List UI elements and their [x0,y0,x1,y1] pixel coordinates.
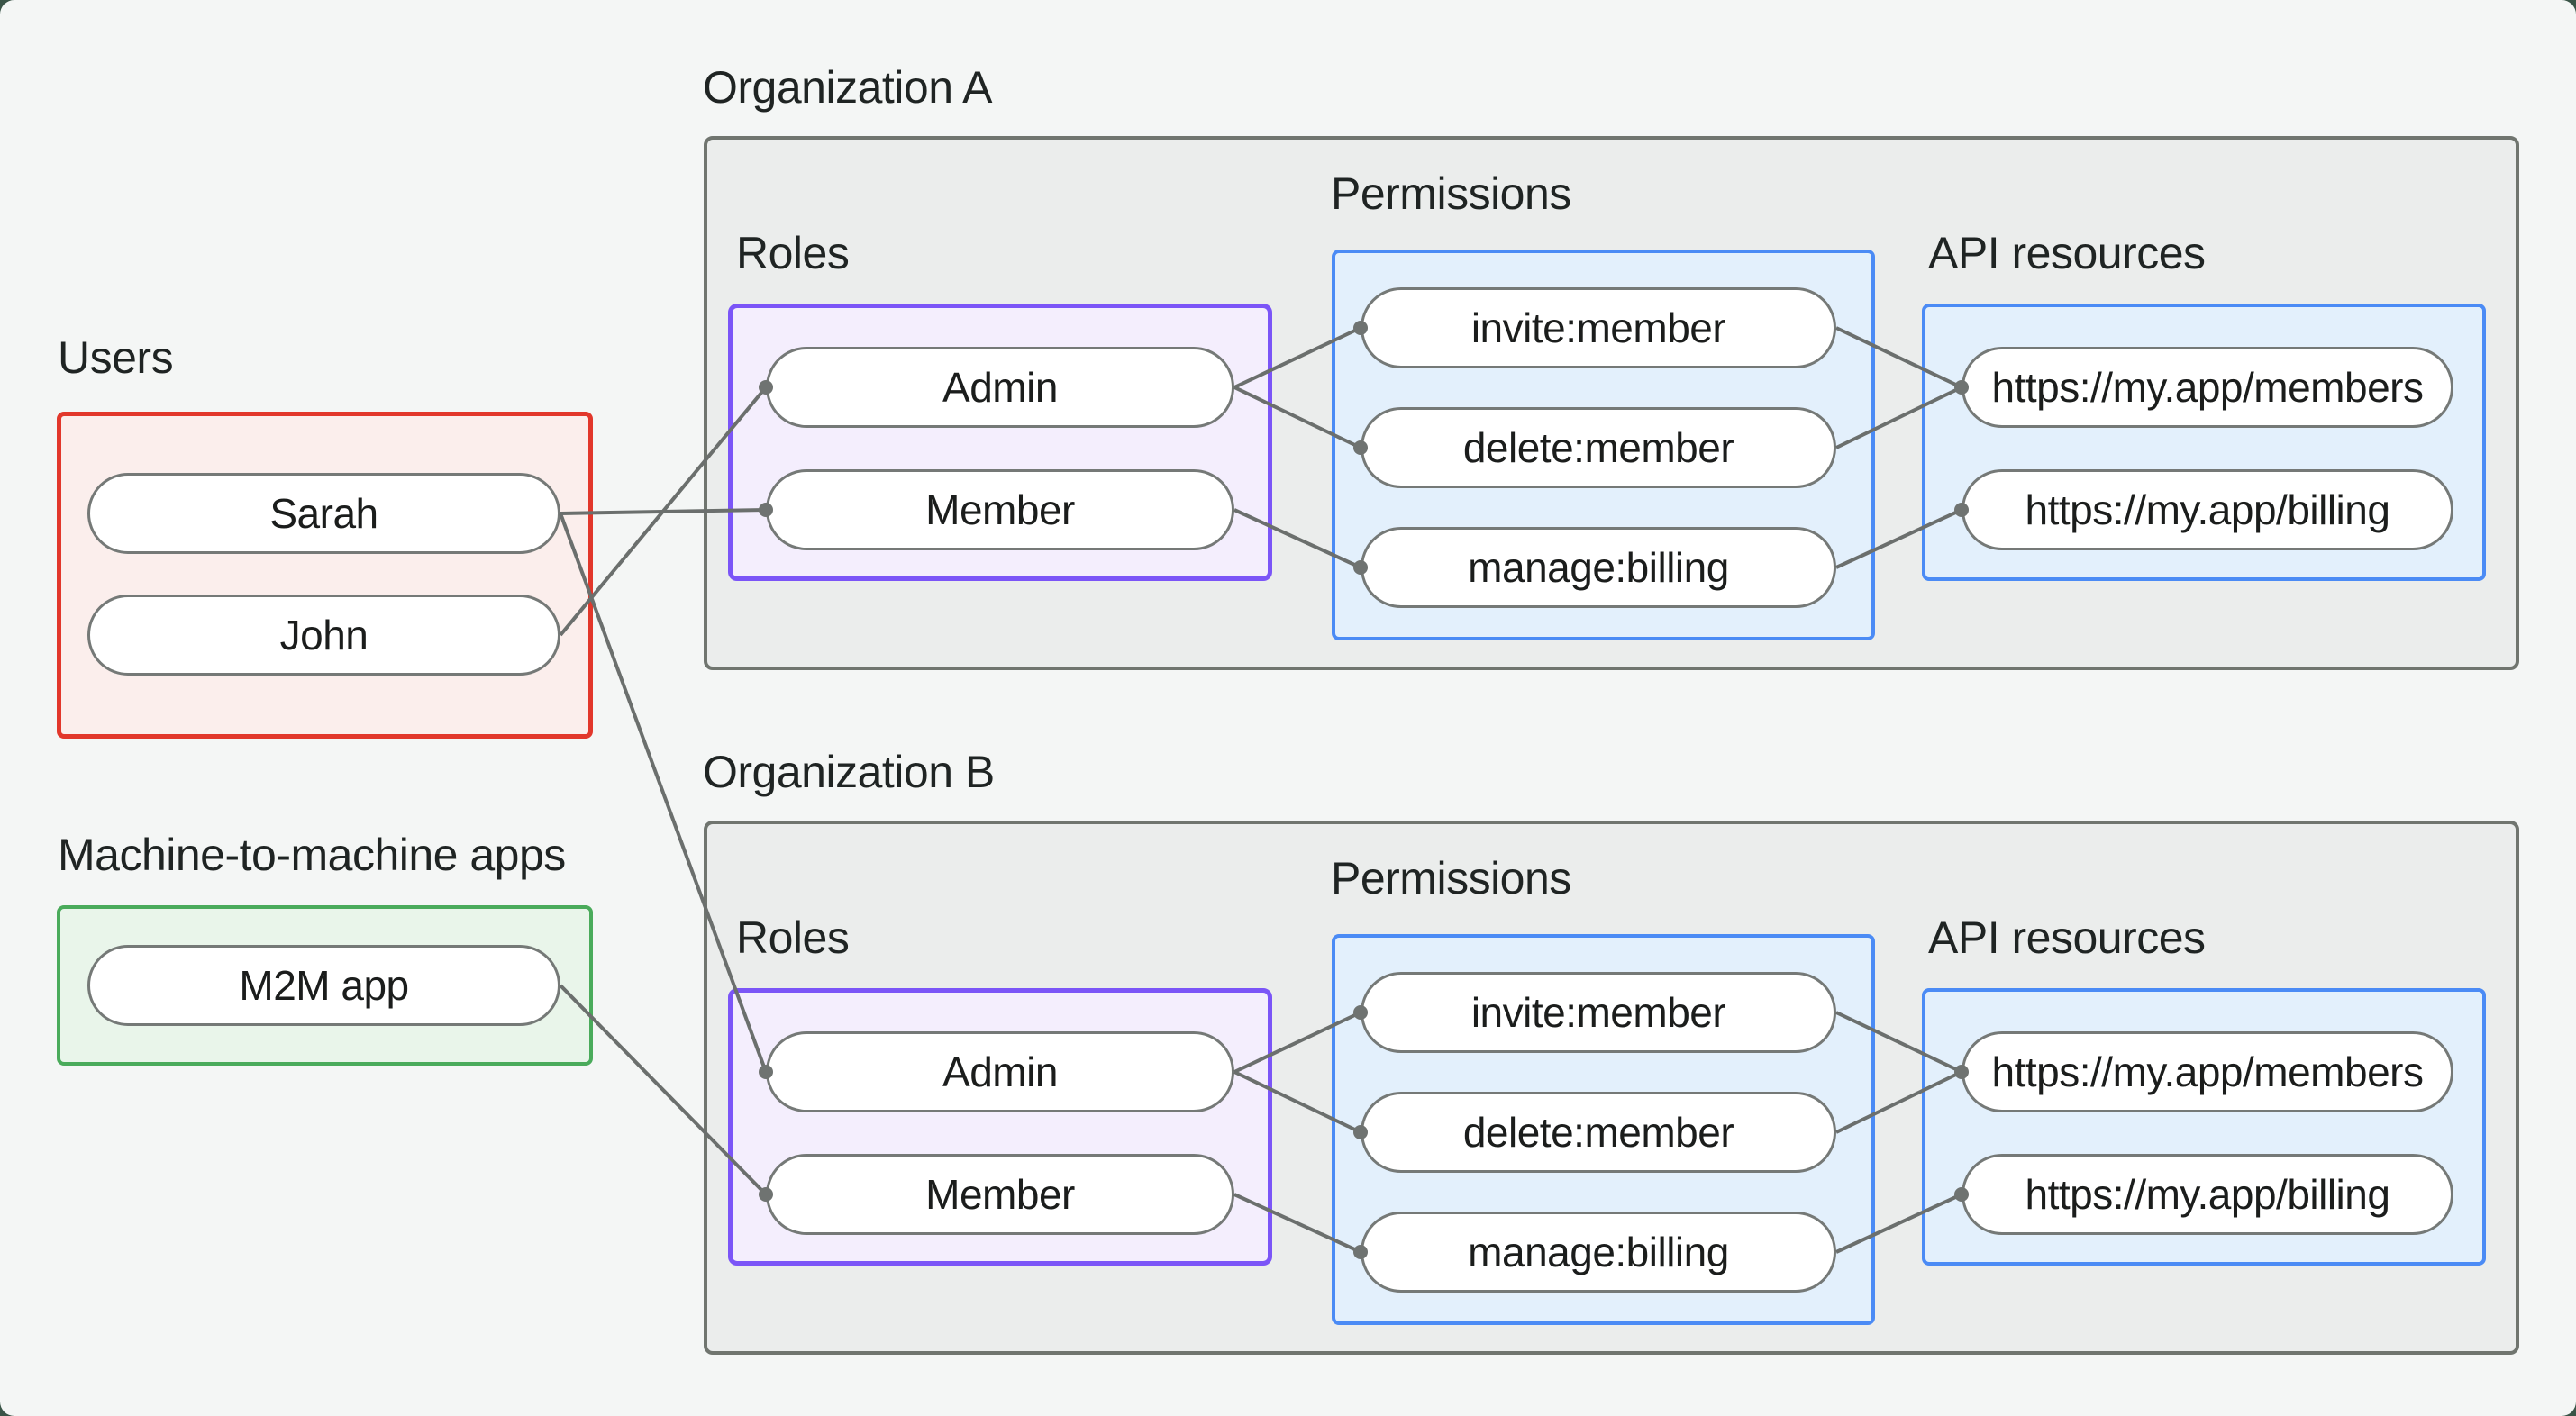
users-group-box [57,412,593,739]
node-org-a-api-billing: https://my.app/billing [1962,469,2453,550]
node-m2m-app: M2M app [87,945,560,1026]
org-a-title: Organization A [703,62,992,113]
node-org-b-role-admin: Admin [766,1031,1234,1112]
node-org-b-permission-invite-member: invite:member [1361,972,1836,1053]
node-org-b-role-member: Member [766,1154,1234,1235]
node-org-a-role-admin: Admin [766,347,1234,428]
org-b-api-resources-label: API resources [1928,912,2206,963]
node-org-b-api-billing: https://my.app/billing [1962,1154,2453,1235]
node-org-a-permission-delete-member: delete:member [1361,407,1836,488]
org-b-permissions-label: Permissions [1331,853,1571,903]
node-org-b-permission-manage-billing: manage:billing [1361,1212,1836,1293]
org-a-roles-label: Roles [736,228,850,278]
node-org-a-permission-invite-member: invite:member [1361,287,1836,368]
node-org-b-permission-delete-member: delete:member [1361,1092,1836,1173]
node-org-a-permission-manage-billing: manage:billing [1361,527,1836,608]
org-b-title: Organization B [703,747,995,797]
node-user-john: John [87,595,560,676]
node-user-sarah: Sarah [87,473,560,554]
org-a-api-resources-label: API resources [1928,228,2206,278]
users-group-label: Users [58,332,174,383]
m2m-group-label: Machine-to-machine apps [58,830,566,880]
node-org-a-role-member: Member [766,469,1234,550]
node-org-b-api-members: https://my.app/members [1962,1031,2453,1112]
org-a-permissions-label: Permissions [1331,168,1571,219]
org-b-roles-label: Roles [736,912,850,963]
node-org-a-api-members: https://my.app/members [1962,347,2453,428]
